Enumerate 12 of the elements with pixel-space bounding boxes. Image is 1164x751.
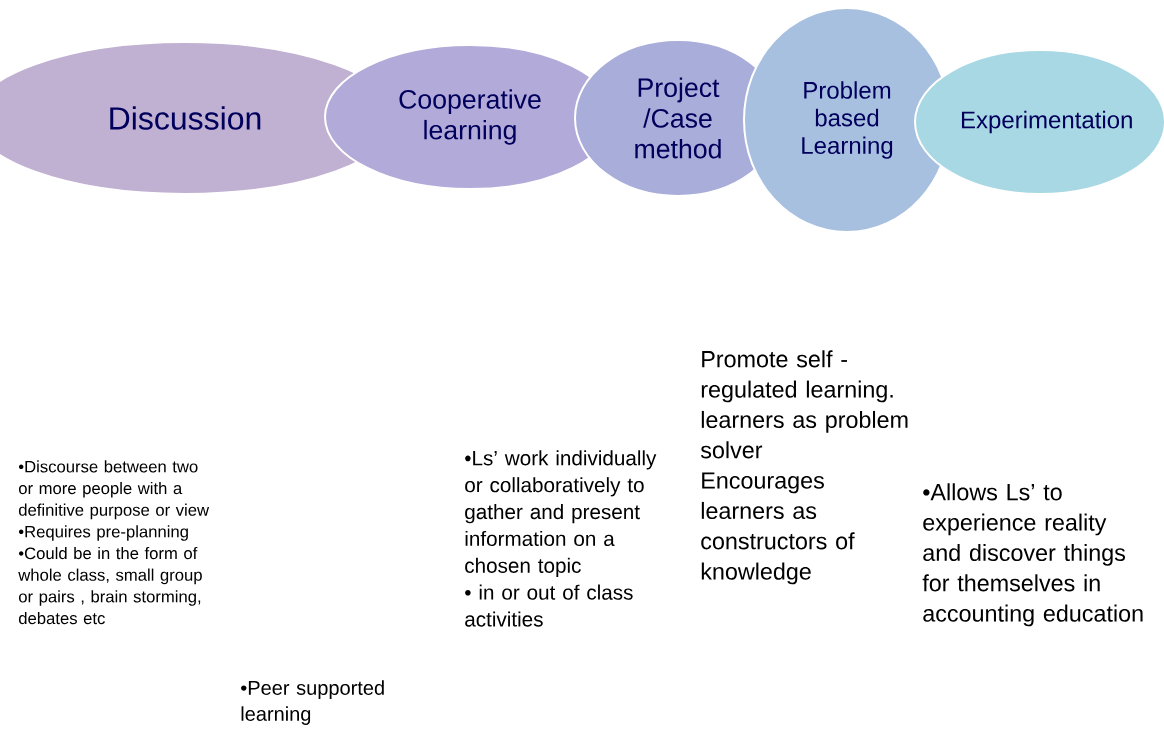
note-text: Encourages learners as constructors of knowledge <box>701 472 855 585</box>
ellipse-node: Problem based Learning <box>743 7 951 233</box>
ellipse-node: Experimentation <box>914 49 1164 195</box>
note-text: •Requires pre-planning <box>18 525 188 541</box>
note-text: •Ls’ work individually or collaboratively to gather and present information on a chosen topic <box>465 450 657 577</box>
note-text: learners as problem solver <box>700 410 908 459</box>
note-text: • in or out of class activities <box>465 584 633 627</box>
note-text: Promote self - regulated learning. <box>701 350 893 403</box>
note-text: •Discourse between two or more people with a definitive purpose or view <box>18 460 210 520</box>
note-text: •Allows Ls’ to experience reality and discover things for themselves in accounting education <box>922 483 1143 627</box>
note-text: •Peer supported learning <box>241 680 384 725</box>
note-text: •Could be in the form of whole class, small group or pairs , brain storming, debates etc <box>18 546 202 625</box>
